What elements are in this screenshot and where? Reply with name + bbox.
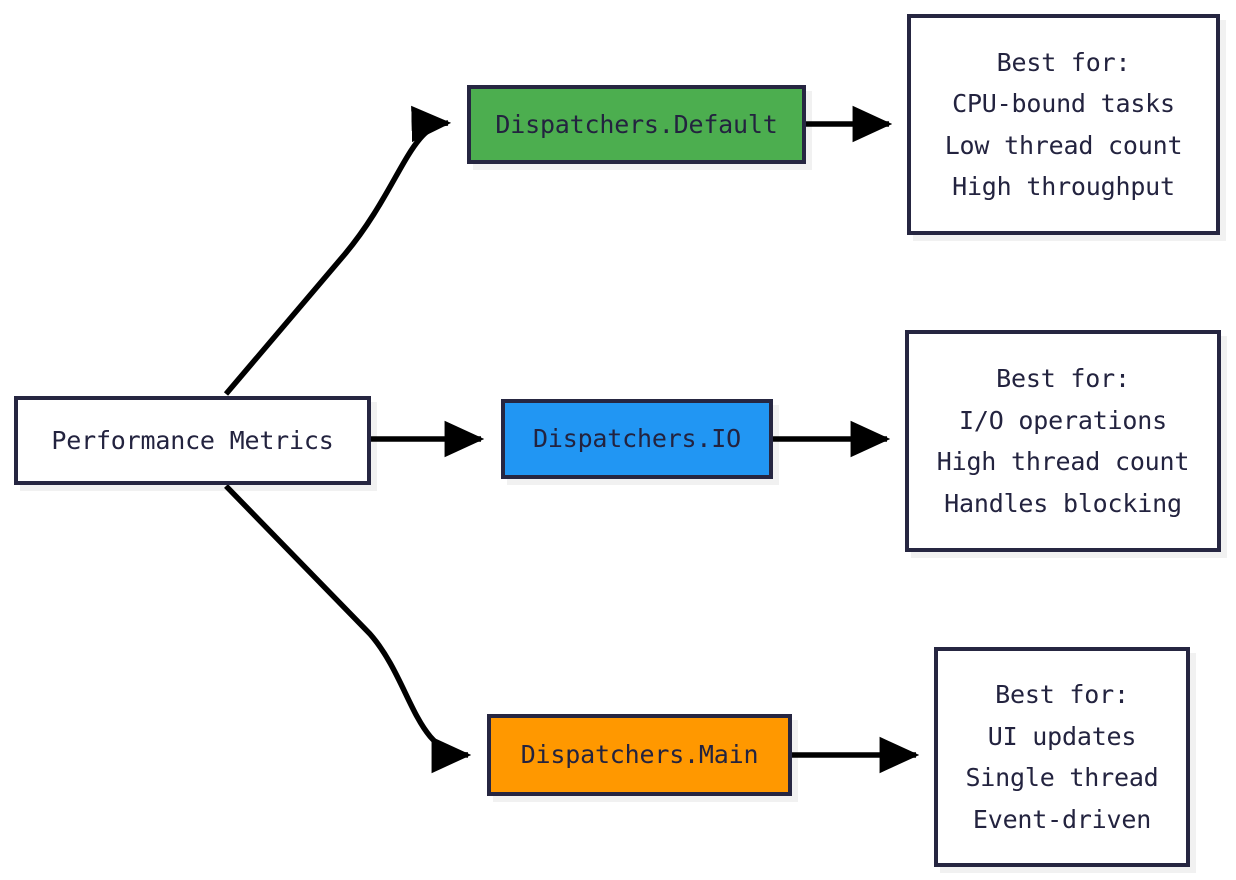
detail-box-main-text: Best for: UI updates Single thread Event…: [965, 680, 1159, 834]
detail-box-default[interactable]: Best for: CPU-bound tasks Low thread cou…: [907, 14, 1220, 235]
node-dispatchers-io[interactable]: Dispatchers.IO: [501, 399, 773, 479]
node-performance-metrics-label: Performance Metrics: [51, 425, 334, 455]
node-dispatchers-main[interactable]: Dispatchers.Main: [487, 714, 792, 796]
detail-box-main[interactable]: Best for: UI updates Single thread Event…: [934, 647, 1190, 867]
node-dispatchers-io-label: Dispatchers.IO: [533, 424, 741, 453]
detail-box-default-text: Best for: CPU-bound tasks Low thread cou…: [944, 47, 1183, 202]
detail-box-io[interactable]: Best for: I/O operations High thread cou…: [905, 330, 1221, 552]
detail-box-io-text: Best for: I/O operations High thread cou…: [936, 364, 1190, 518]
node-performance-metrics[interactable]: Performance Metrics: [14, 396, 371, 485]
node-dispatchers-main-label: Dispatchers.Main: [520, 740, 759, 769]
edge-root-to-main: [224, 484, 472, 774]
node-dispatchers-default[interactable]: Dispatchers.Default: [467, 85, 806, 164]
edge-root-to-default: [223, 105, 452, 396]
node-dispatchers-default-label: Dispatchers.Default: [495, 109, 778, 139]
